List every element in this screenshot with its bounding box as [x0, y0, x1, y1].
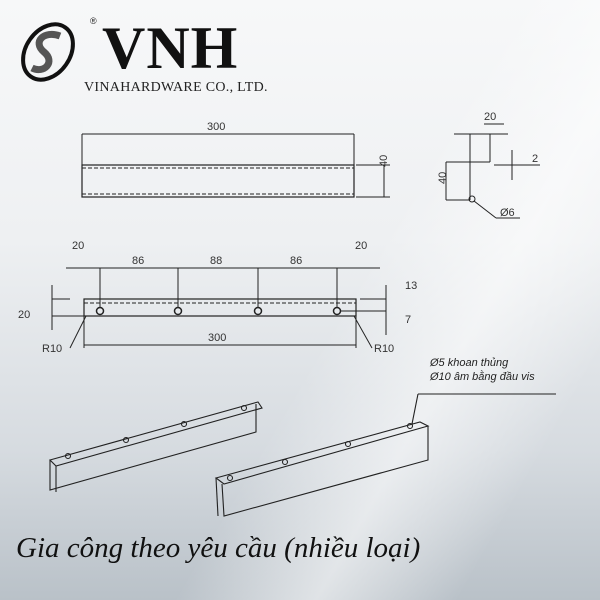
svg-text:88: 88: [210, 255, 222, 267]
svg-text:20: 20: [18, 309, 30, 321]
svg-text:40: 40: [437, 172, 449, 184]
svg-text:7: 7: [405, 314, 411, 326]
svg-text:20: 20: [484, 111, 496, 123]
isometric-bracket-right: [214, 393, 556, 517]
svg-text:86: 86: [132, 255, 144, 267]
top-view: 300 40: [81, 121, 390, 198]
hole-note: Ø5 khoan thủng Ø10 âm bằng đầu vis: [430, 356, 535, 384]
isometric-bracket-left: [48, 401, 263, 492]
caption: Gia công theo yêu cầu (nhiều loại): [16, 532, 421, 564]
brand-name: VNH: [102, 15, 239, 81]
svg-text:86: 86: [290, 255, 302, 267]
svg-text:2: 2: [532, 153, 538, 165]
svg-text:20: 20: [355, 240, 367, 252]
svg-text:13: 13: [405, 280, 417, 292]
svg-text:R10: R10: [42, 343, 62, 355]
section-view: [445, 123, 540, 219]
svg-text:300: 300: [208, 332, 226, 344]
dim-length: 300: [207, 121, 225, 133]
note-line-2: Ø10 âm bằng đầu vis: [430, 371, 535, 383]
company-logo: ® VNH VINAHARDWARE CO., LTD.: [14, 12, 294, 95]
swoosh-s-emblem-icon: [21, 22, 75, 82]
svg-text:R10: R10: [374, 343, 394, 355]
hole-view: [51, 267, 387, 349]
svg-text:Ø6: Ø6: [500, 207, 515, 219]
company-name: VINAHARDWARE CO., LTD.: [84, 80, 268, 95]
registered-mark: ®: [90, 16, 97, 26]
dim-height: 40: [378, 155, 390, 167]
svg-text:20: 20: [72, 240, 84, 252]
note-line-1: Ø5 khoan thủng: [430, 357, 509, 369]
